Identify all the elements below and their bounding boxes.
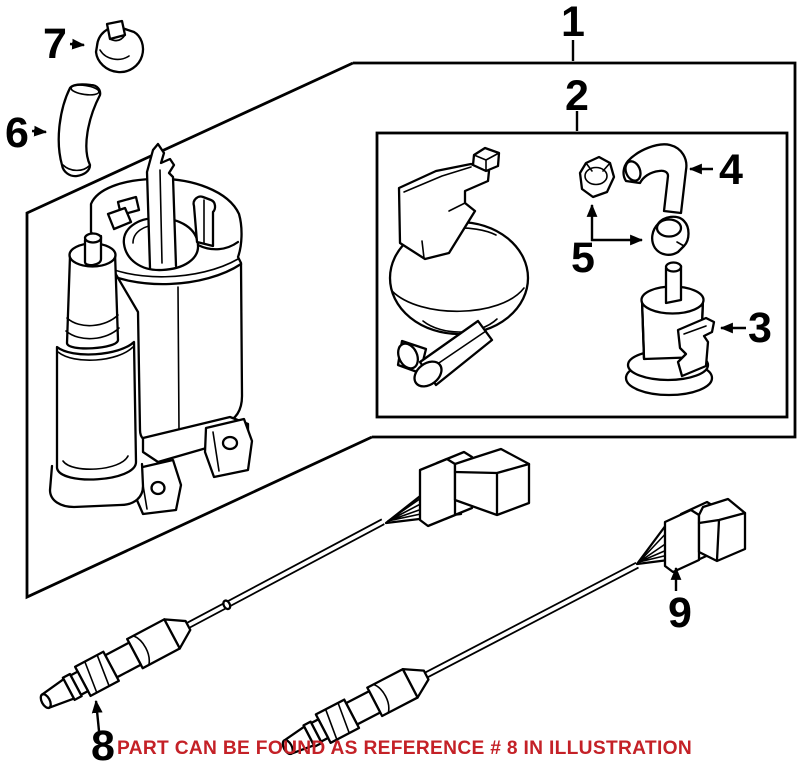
caption-note: PART CAN BE FOUND AS REFERENCE # 8 IN IL… <box>117 738 692 759</box>
callout-7-number: 7 <box>43 20 67 68</box>
oxygen-sensor-9-illustration <box>281 561 639 756</box>
elbow-hose-illustration <box>622 143 688 215</box>
callout-7: 7 <box>43 20 86 68</box>
oxygen-sensor-8-connector <box>384 447 531 528</box>
callout-4: 4 <box>688 146 743 194</box>
oxygen-sensor-9-connector <box>635 497 747 574</box>
callout-6: 6 <box>5 109 48 157</box>
callout-2-number: 2 <box>565 72 589 120</box>
callout-3-number: 3 <box>748 304 772 352</box>
callout-5-number: 5 <box>571 234 595 282</box>
callout-1-number: 1 <box>561 0 585 46</box>
hose-clamp-upper-illustration <box>578 155 616 199</box>
callout-9-number: 9 <box>668 589 692 637</box>
vent-valve-illustration <box>624 261 716 397</box>
callout-8-number: 8 <box>91 722 115 763</box>
callout-5: 5 <box>571 203 644 282</box>
callout-3: 3 <box>719 304 772 352</box>
callout-2: 2 <box>565 72 589 131</box>
callout-4-number: 4 <box>719 146 743 194</box>
callout-8: 8 <box>91 699 115 763</box>
hose-clamp-lower-illustration <box>651 215 690 256</box>
callout-9: 9 <box>668 566 692 637</box>
hose-cap-illustration <box>94 19 145 74</box>
assembly-box-outer <box>353 61 797 439</box>
callout-1: 1 <box>561 0 585 61</box>
oxygen-sensor-8-illustration <box>39 518 385 710</box>
callout-6-number: 6 <box>5 109 29 157</box>
purge-valve-illustration <box>388 146 530 388</box>
breather-hose-illustration <box>57 83 102 178</box>
charcoal-canister-illustration <box>48 142 254 516</box>
